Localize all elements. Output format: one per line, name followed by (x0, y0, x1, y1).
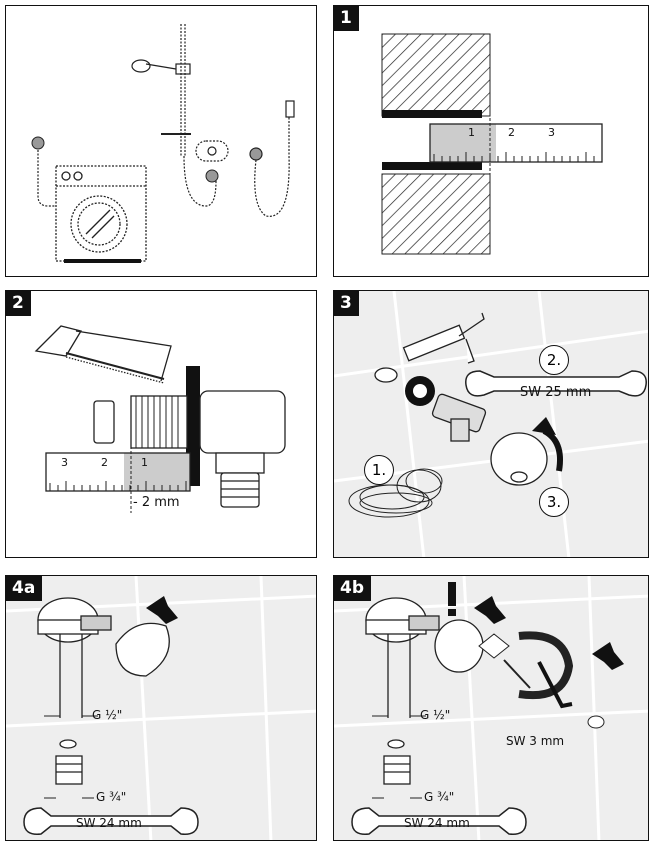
plug-icon (587, 715, 605, 729)
wrench-size-label: SW 25 mm (520, 385, 592, 400)
thread-size-label: G ½" (420, 708, 451, 722)
ruler-tick-label: 3 (61, 456, 68, 469)
panel-step-2: 2 (5, 290, 317, 558)
wall-depth-illustration (381, 33, 603, 255)
wrench-icon (351, 807, 527, 835)
wall-elbow-icon (199, 390, 286, 508)
step-number: 2 (6, 291, 31, 316)
arrow-icon (532, 417, 556, 435)
washing-machine-icon (55, 165, 147, 263)
wrench-icon (465, 370, 647, 397)
shower-head-icon (131, 59, 151, 73)
ruler-tick-label: 3 (548, 126, 555, 139)
panel-step-1: 1 1 2 3 (333, 5, 649, 277)
thread-size-label: G ½" (92, 708, 123, 722)
hex-key-size-label: SW 3 mm (506, 734, 565, 748)
mounting-illustration (334, 576, 648, 840)
wall-elbow-icon (37, 597, 112, 718)
panel-overview (5, 5, 317, 277)
step-circle: 2. (539, 345, 569, 375)
thread-adapter-icon (383, 739, 411, 785)
cover-cap-icon (115, 622, 170, 677)
hemp-icon (348, 468, 443, 518)
hacksaw-icon (34, 325, 172, 384)
holder-icon (478, 633, 510, 659)
measuring-ruler (45, 452, 191, 492)
wrench-size-label: SW 24 mm (76, 816, 142, 830)
overview-illustration (31, 24, 295, 263)
cut-gap-label: - 2 mm (133, 495, 180, 510)
arrow-icon (474, 596, 506, 624)
panel-step-4a: 4a G ½" G ¾" SW 24 mm (5, 575, 317, 841)
warning-icon (448, 582, 456, 606)
step-number: 1 (334, 6, 359, 31)
step-number: 4a (6, 576, 43, 601)
panel-step-4b: 4b (333, 575, 649, 841)
rosette-icon (490, 432, 548, 486)
cut-pipe-illustration (34, 325, 286, 513)
arrow-icon (592, 642, 624, 670)
hex-key-icon (537, 661, 573, 709)
wrench-size-label: SW 24 mm (404, 816, 470, 830)
step-number: 4b (334, 576, 371, 601)
seal-install-illustration (334, 291, 648, 557)
ruler-tick-label: 2 (101, 456, 108, 469)
ruler-tick-label: 2 (508, 126, 515, 139)
step-number: 3 (334, 291, 359, 316)
panel-step-3: 3 (333, 290, 649, 558)
ruler-tick-label: 1 (141, 456, 148, 469)
screw-icon (503, 659, 531, 689)
wall-outlet-icon (31, 136, 45, 150)
thread-size-label: G ¾" (424, 790, 455, 804)
ruler-tick-label: 1 (468, 126, 475, 139)
step-circle: 1. (364, 455, 394, 485)
step-circle: 3. (539, 487, 569, 517)
wall-elbow-icon (365, 597, 440, 718)
wall-outlet-icon (205, 169, 219, 183)
silicone-gun-icon (374, 312, 485, 383)
arrow-icon (146, 596, 178, 624)
mounting-illustration (6, 576, 316, 840)
thread-size-label: G ¾" (96, 790, 127, 804)
measuring-ruler (429, 123, 603, 163)
wrench-icon (23, 807, 199, 835)
pipe-fitting-icon (431, 393, 487, 442)
thread-adapter-icon (55, 739, 83, 785)
